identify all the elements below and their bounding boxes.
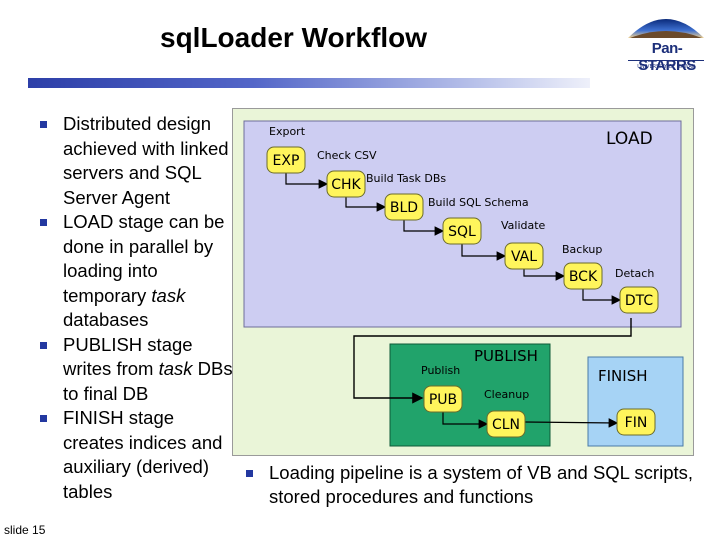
finish-stage-label: FINISH [598, 367, 648, 385]
connector-load-to-publish [353, 318, 632, 404]
step-label-val: Validate [501, 219, 546, 232]
step-node-chk [326, 170, 366, 198]
step-arrow [524, 418, 619, 428]
step-node-dtc [619, 286, 659, 314]
step-node-sql [442, 217, 482, 245]
step-label-sql: Build SQL Schema [428, 196, 529, 209]
step-arrow [582, 289, 622, 305]
logo-text: Pan-STARRS [638, 40, 696, 74]
step-arrow [403, 220, 445, 236]
step-arrow [461, 244, 507, 261]
bullet-item: LOAD stage can be done in parallel by lo… [34, 210, 239, 333]
bullet-item: PUBLISH stage writes from task DBs to fi… [34, 333, 239, 407]
bullet-marker [40, 341, 47, 349]
step-code-cln: CLN [492, 417, 520, 433]
title-underline-bar [28, 78, 590, 88]
step-node-bck [563, 262, 603, 290]
step-label-exp: Export [269, 125, 306, 138]
step-code-dtc: DTC [625, 293, 654, 309]
step-label-cln: Cleanup [484, 388, 529, 401]
step-code-sql: SQL [448, 224, 476, 240]
publish-stage-label: PUBLISH [474, 347, 538, 365]
bullet-item: Distributed design achieved with linked … [34, 112, 239, 210]
step-label-bld: Build Task DBs [366, 172, 446, 185]
bullet-marker [40, 219, 47, 226]
step-code-val: VAL [511, 249, 537, 265]
step-node-exp [266, 146, 306, 174]
step-code-fin: FIN [625, 415, 648, 431]
step-label-bck: Backup [562, 243, 602, 256]
step-label-chk: Check CSV [317, 149, 377, 162]
pan-starrs-logo: UNIVERSITY OF HAWAII [628, 19, 704, 70]
step-node-val [504, 242, 544, 270]
bullet-marker [40, 121, 47, 128]
step-code-chk: CHK [331, 177, 361, 193]
bullet-marker [246, 470, 253, 477]
step-label-pub: Publish [421, 364, 460, 377]
step-node-bld [384, 193, 424, 221]
step-code-bck: BCK [569, 269, 598, 285]
step-node-fin [616, 408, 656, 436]
step-node-cln [486, 410, 526, 438]
bullet-list: Distributed design achieved with linked … [34, 112, 239, 504]
step-code-pub: PUB [429, 392, 457, 408]
load-stage-label: LOAD [606, 129, 653, 149]
logo-subtext: UNIVERSITY OF HAWAII [637, 64, 695, 70]
bottom-note: Loading pipeline is a system of VB and S… [240, 461, 720, 509]
slide-title: sqlLoader Workflow [160, 22, 428, 53]
slide-number: slide 15 [4, 523, 46, 537]
step-label-dtc: Detach [615, 267, 654, 280]
step-arrow [442, 412, 489, 429]
step-code-bld: BLD [390, 200, 418, 216]
step-arrow [345, 197, 387, 212]
step-arrow [523, 269, 566, 281]
bottom-note-text: Loading pipeline is a system of VB and S… [269, 462, 694, 507]
step-code-exp: EXP [273, 153, 300, 169]
bullet-item: FINISH stage creates indices and auxilia… [34, 406, 239, 504]
step-arrow [285, 173, 329, 189]
bullet-marker [40, 415, 47, 422]
step-node-pub [423, 385, 463, 413]
